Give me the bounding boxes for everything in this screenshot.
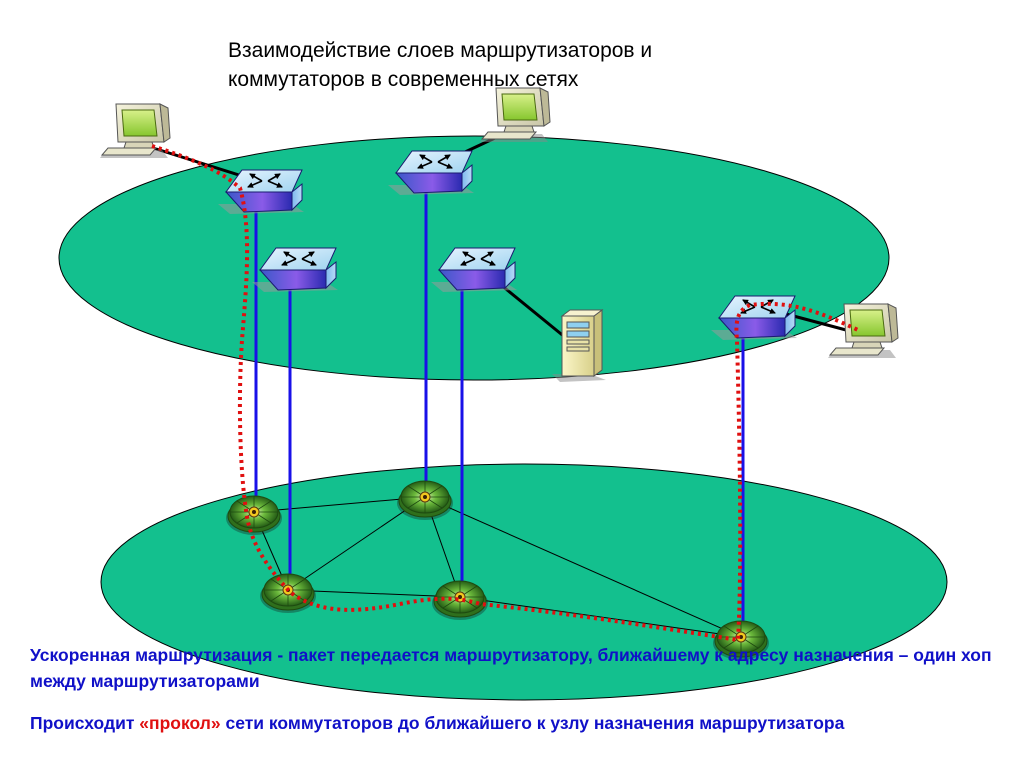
caption-puncture-start: Происходит <box>30 713 140 733</box>
caption-puncture-end: сети коммутаторов до ближайшего к узлу н… <box>220 713 845 733</box>
router-link <box>287 589 461 598</box>
caption-puncture-highlight: «прокол» <box>139 713 221 733</box>
router-link <box>424 496 742 638</box>
workstation-icon <box>479 87 551 143</box>
router-link <box>459 596 742 638</box>
host-link <box>785 312 847 332</box>
router-mesh-links <box>253 496 742 638</box>
slide-title: Взаимодействие слоев маршрутизаторов и к… <box>228 36 828 94</box>
title-line-1: Взаимодействие слоев маршрутизаторов и <box>228 39 653 62</box>
caption-puncture: Происходит «прокол» сети коммутаторов до… <box>30 710 1010 736</box>
switch-router-links <box>254 192 745 637</box>
caption-fast-routing: Ускоренная маршрутизация - пакет передае… <box>30 645 992 691</box>
title-line-2: коммутаторов в современных сетях <box>228 68 579 91</box>
router-link <box>253 496 426 513</box>
